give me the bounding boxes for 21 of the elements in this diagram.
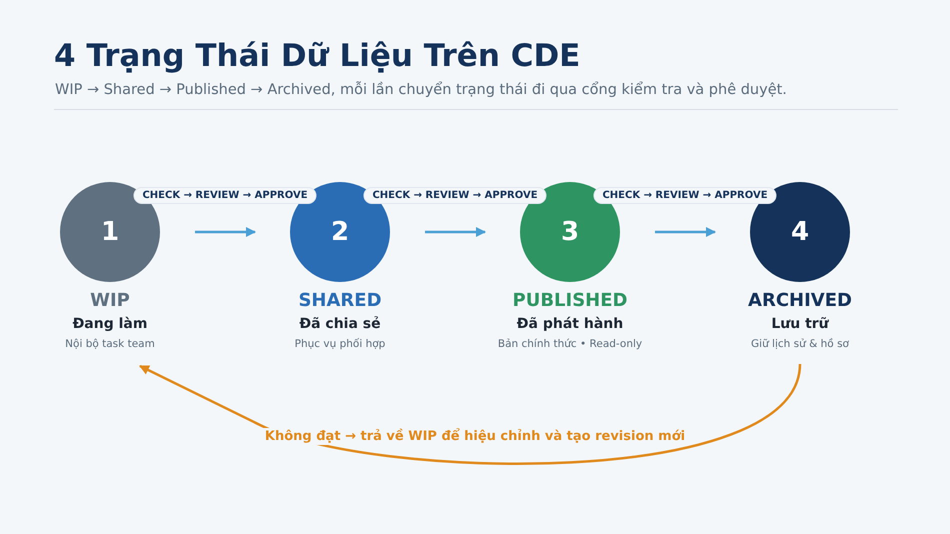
state-name: PUBLISHED [512, 290, 628, 311]
state-name: ARCHIVED [748, 290, 852, 311]
state-note: Giữ lịch sử & hồ sơ [751, 338, 849, 350]
edge-label: CHECK → REVIEW → APPROVE [593, 187, 777, 204]
state-label: Đang làm [72, 316, 148, 332]
state-note: Phục vụ phối hợp [294, 338, 386, 350]
edge-label: CHECK → REVIEW → APPROVE [363, 187, 547, 204]
subtitle: WIP → Shared → Published → Archived, mỗi lần chuyển trạng thái đi qua cổng kiểm tra và phê duyệt. [55, 82, 787, 98]
state-name: SHARED [298, 290, 382, 311]
state-label: Đã phát hành [516, 316, 624, 332]
edge-label: CHECK → REVIEW → APPROVE [133, 187, 317, 204]
arrow [655, 227, 716, 237]
state-note: Nội bộ task team [65, 338, 155, 350]
state-label: Đã chia sẻ [299, 316, 381, 332]
state-label: Lưu trữ [771, 316, 829, 332]
arrow [195, 227, 256, 237]
title: 4 Trạng Thái Dữ Liệu Trên CDE [54, 38, 580, 74]
state-note: Bản chính thức • Read-only [498, 338, 642, 350]
state-name: WIP [90, 290, 130, 311]
arrow [425, 227, 486, 237]
arrow [139, 364, 802, 465]
